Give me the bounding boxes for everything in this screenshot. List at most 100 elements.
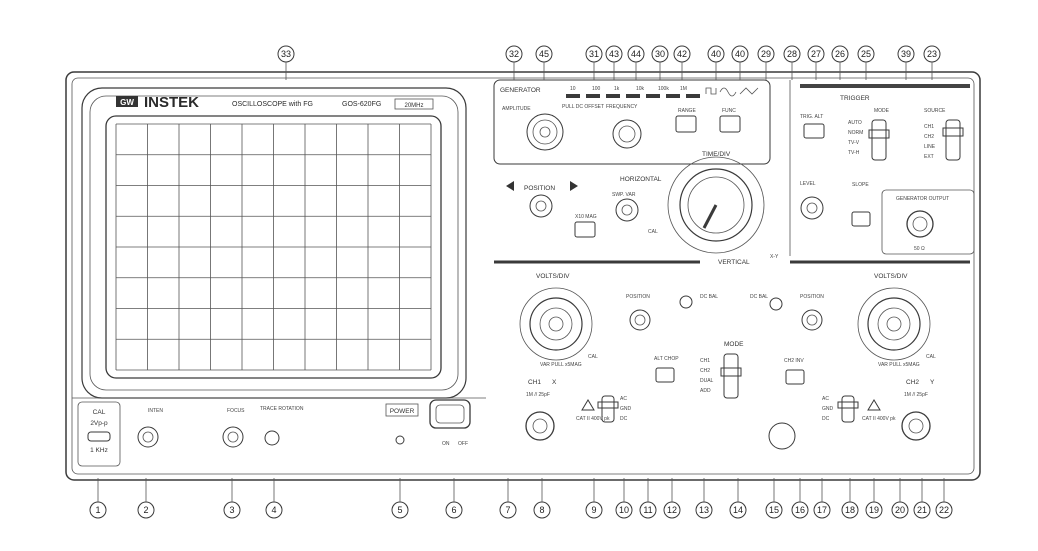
sweep-variable-knob[interactable] <box>615 198 639 222</box>
ch1-dc-bal-control[interactable] <box>679 295 693 309</box>
trigger-mode-option: NORM <box>848 130 863 136</box>
trigger-source-option: LINE <box>924 144 936 150</box>
trigger-mode-label: MODE <box>874 108 890 114</box>
vertical-mode-option: DUAL <box>700 378 714 384</box>
ch2-dc-bal-control[interactable] <box>769 297 783 311</box>
callout-number: 5 <box>397 505 402 515</box>
focus-knob[interactable] <box>222 426 244 448</box>
brand-badge: GW <box>120 98 134 107</box>
generator-output-frame <box>881 189 975 255</box>
trigger-slope-button[interactable] <box>851 211 871 227</box>
callout-number: 15 <box>769 505 779 515</box>
ch2-position-knob[interactable] <box>801 309 823 331</box>
ch2-input-connector[interactable] <box>901 411 931 441</box>
cal-terminal[interactable] <box>87 431 111 442</box>
callout-number: 40 <box>711 49 721 59</box>
pull-dc-offset-label: PULL DC OFFSET <box>562 104 604 110</box>
callout-number: 9 <box>591 505 596 515</box>
generator-frame <box>493 79 771 165</box>
callout-number: 4 <box>271 505 276 515</box>
crt-graticule <box>115 123 432 371</box>
range-led-label: 100 <box>592 86 601 92</box>
ch1-position-label: POSITION <box>626 294 650 300</box>
amplitude-knob[interactable] <box>526 113 564 151</box>
ch2-volts-div-knob[interactable] <box>857 287 931 361</box>
callout-number: 22 <box>939 505 949 515</box>
ch1-position-knob[interactable] <box>629 309 651 331</box>
trigger-source-slider[interactable] <box>942 119 964 161</box>
x10-mag-button[interactable] <box>574 221 596 238</box>
focus-label: FOCUS <box>227 408 245 414</box>
func-button[interactable] <box>719 115 741 133</box>
ch1-input-connector[interactable] <box>525 411 555 441</box>
ch2-coupling-option: AC <box>822 396 829 402</box>
power-label-box <box>385 403 419 417</box>
trigger-source-option: CH1 <box>924 124 934 130</box>
trigger-slope-label: SLOPE <box>852 182 869 188</box>
ch1-label: CH1 <box>528 379 541 386</box>
trace-rotation-label: TRACE ROTATION <box>260 406 304 412</box>
ch2-var-pull-label: VAR PULL x5MAG <box>878 362 920 368</box>
ch1-coupling-options: AC GND DC <box>620 396 632 422</box>
power-on-label: ON <box>442 441 450 447</box>
trigger-level-knob[interactable] <box>800 196 824 220</box>
bandwidth-label: 20MHz <box>404 103 423 109</box>
ch2-input-spec: 1M // 25pF <box>904 392 928 398</box>
callout-number: 8 <box>539 505 544 515</box>
ground-terminal[interactable] <box>768 422 796 450</box>
horizontal-position-knob[interactable] <box>529 194 553 218</box>
intensity-knob[interactable] <box>137 426 159 448</box>
power-switch[interactable] <box>429 399 471 429</box>
crt-bezel-inner <box>89 95 459 391</box>
callout-number: 33 <box>281 49 291 59</box>
vertical-title: VERTICAL <box>718 259 750 266</box>
ch2-position-label: POSITION <box>800 294 824 300</box>
power-off-label: OFF <box>458 441 468 447</box>
ch2-inv-label: CH2 INV <box>784 358 804 364</box>
ch2-inv-button[interactable] <box>785 369 805 385</box>
frequency-knob[interactable] <box>612 119 642 149</box>
ch2-coupling-option: DC <box>822 416 830 422</box>
ch1-dc-bal-label: DC BAL <box>700 294 718 300</box>
range-button[interactable] <box>675 115 697 133</box>
ch1-volts-div-knob[interactable] <box>519 287 593 361</box>
bandwidth-box <box>394 98 434 110</box>
alt-chop-button[interactable] <box>655 367 675 383</box>
cal-label: CAL <box>93 409 106 416</box>
callout-number: 26 <box>835 49 845 59</box>
cal-box <box>77 401 121 467</box>
trigger-title: TRIGGER <box>840 95 870 102</box>
time-div-knob[interactable] <box>667 156 765 254</box>
callout-number: 19 <box>869 505 879 515</box>
model-number: GOS-620FG <box>342 101 381 108</box>
ch1-coupling-option: DC <box>620 416 628 422</box>
range-led-label: 100k <box>658 86 669 92</box>
callout-number: 12 <box>667 505 677 515</box>
vertical-mode-option: ADD <box>700 388 711 394</box>
power-label: POWER <box>390 408 415 415</box>
trigger-mode-slider[interactable] <box>868 119 890 161</box>
ch1-coupling-option: GND <box>620 406 632 412</box>
trig-alt-button[interactable] <box>803 123 825 139</box>
x10-mag-label: X10 MAG <box>575 214 597 220</box>
ch1-coupling-switch[interactable] <box>597 395 619 423</box>
amplitude-label: AMPLITUDE <box>502 106 531 112</box>
ch1-coupling-option: AC <box>620 396 627 402</box>
trace-rotation-control[interactable] <box>264 430 280 446</box>
panel-inner-frame <box>71 77 975 475</box>
callout-number: 17 <box>817 505 827 515</box>
callout-number: 27 <box>811 49 821 59</box>
left-arrow-icon <box>506 181 514 191</box>
generator-output-connector[interactable] <box>906 210 934 238</box>
callout-number: 44 <box>631 49 641 59</box>
vertical-mode-slider[interactable] <box>720 353 742 399</box>
ch2-coupling-switch[interactable] <box>837 395 859 423</box>
xy-label: X-Y <box>770 254 779 260</box>
ch1-warning-icon <box>581 399 595 411</box>
callout-number: 25 <box>861 49 871 59</box>
